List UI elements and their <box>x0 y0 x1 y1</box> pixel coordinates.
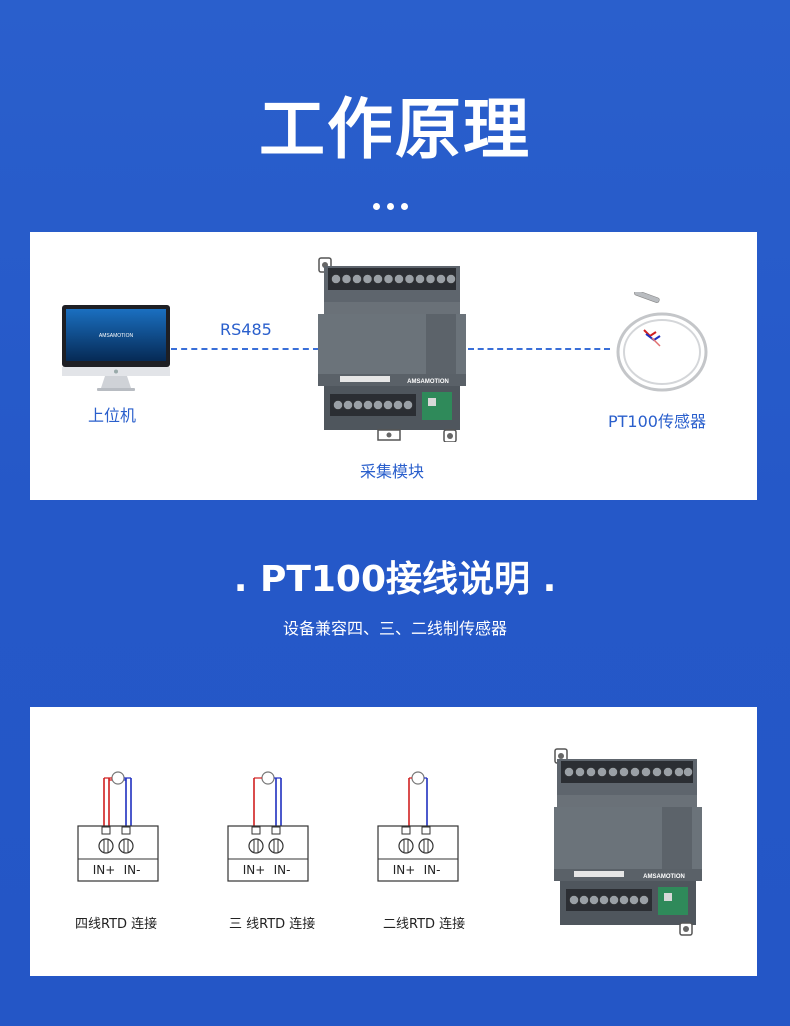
sensor-label: PT100传感器 <box>608 412 706 431</box>
in-plus-label: IN+ <box>93 863 116 877</box>
module-label: 采集模块 <box>360 462 425 481</box>
page-title: 工作原理 <box>259 91 531 168</box>
in-minus-label: IN- <box>424 863 441 877</box>
decorative-dots <box>373 203 408 210</box>
module-wiring-image: AMSAMOTION <box>554 748 702 936</box>
principle-panel: AMSAMOTION 上位机 RS485 AMSAMOTION <box>30 232 757 500</box>
three-wire-diagram: IN+ IN- <box>227 771 309 882</box>
two-wire-label: 二线RTD 连接 <box>383 917 466 932</box>
wiring-section-title: . PT100接线说明 . <box>233 559 557 600</box>
in-plus-label: IN+ <box>243 863 266 877</box>
four-wire-label: 四线RTD 连接 <box>75 917 158 932</box>
in-minus-label: IN- <box>124 863 141 877</box>
pt100-sensor-image <box>616 292 708 392</box>
in-minus-label: IN- <box>274 863 291 877</box>
sensor-connection-line <box>468 348 610 350</box>
module-brand: AMSAMOTION <box>407 379 449 385</box>
protocol-label: RS485 <box>220 320 272 339</box>
monitor-logo: AMSAMOTION <box>99 333 134 339</box>
wiring-panel: IN+ IN- 四线RTD 连接 IN+ IN- 三 线RTD 连接 <box>30 707 757 976</box>
in-plus-label: IN+ <box>393 863 416 877</box>
three-wire-label: 三 线RTD 连接 <box>229 917 316 932</box>
wiring-subtitle: 设备兼容四、三、二线制传感器 <box>282 619 507 638</box>
acquisition-module-image: AMSAMOTION <box>318 257 466 442</box>
monitor-icon: AMSAMOTION <box>62 305 170 391</box>
rs485-connection-line <box>171 348 319 350</box>
four-wire-diagram: IN+ IN- <box>77 771 159 882</box>
two-wire-diagram: IN+ IN- <box>377 771 459 882</box>
module-brand: AMSAMOTION <box>643 874 685 880</box>
host-label: 上位机 <box>88 406 137 425</box>
